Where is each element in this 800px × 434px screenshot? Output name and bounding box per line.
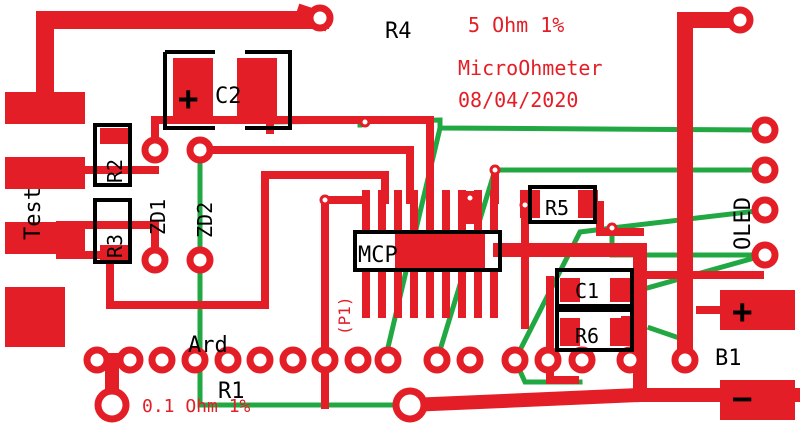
r6-pad-left (560, 318, 580, 346)
labels: R4 5 Ohm 1% MicroOhmeter 08/04/2020 C2 +… (21, 13, 756, 419)
c1-outline (555, 268, 634, 308)
mcp-body-pad (395, 230, 485, 270)
c2-pad-left (173, 58, 213, 118)
test-pad-2 (5, 157, 85, 189)
mcp-label: MCP (358, 243, 398, 268)
zd2-label: ZD2 (193, 202, 217, 238)
r6-outline (555, 308, 634, 352)
r2-outline (93, 123, 132, 187)
ard-label: Ard (188, 333, 228, 358)
r3-outline (93, 198, 132, 264)
through-hole-pads (83, 4, 779, 423)
c2-polarity-plus: + (178, 79, 198, 119)
test-pad-3 (5, 222, 85, 254)
c1-pad-left (560, 278, 580, 302)
test-label: Test (21, 187, 46, 240)
connector-pads (5, 58, 795, 420)
r5-outline (528, 185, 597, 224)
date-label: 08/04/2020 (458, 88, 578, 112)
p1-label: (P1) (335, 296, 354, 335)
test-pad-4 (5, 287, 65, 347)
zd1-label: ZD1 (146, 199, 170, 235)
project-name-label: MicroOhmeter (458, 56, 603, 80)
test-pad-1 (5, 92, 85, 124)
mcp-pins (362, 190, 498, 318)
oled-label: OLED (731, 197, 756, 250)
mcp-outline (353, 230, 502, 272)
r3-label: R3 (103, 234, 127, 258)
silkscreen-outlines (93, 50, 634, 352)
r1-label: R1 (218, 379, 245, 404)
b1-minus-label: − (732, 379, 752, 419)
r2-pad (100, 128, 132, 144)
c1-label: C1 (575, 279, 599, 303)
r4-label: R4 (385, 19, 412, 44)
r6-label: R6 (575, 324, 599, 348)
r5-label: R5 (545, 196, 569, 220)
b1-plus-label: + (732, 292, 752, 332)
c2-label: C2 (215, 84, 242, 109)
r6-pad-right (610, 318, 630, 346)
c1-pad-right (610, 278, 630, 302)
r3-pad (100, 245, 132, 261)
b1-label: B1 (715, 346, 742, 371)
c2-pad-right (237, 58, 277, 118)
b1-minus-pad (720, 380, 795, 420)
r1-value-label: 0.1 Ohm 1% (142, 396, 251, 417)
r4-value-label: 5 Ohm 1% (468, 13, 564, 37)
b1-plus-pad (720, 290, 795, 330)
c2-outline-left (163, 52, 215, 130)
c2-outline-right (245, 50, 292, 130)
r2-label: R2 (103, 159, 127, 183)
